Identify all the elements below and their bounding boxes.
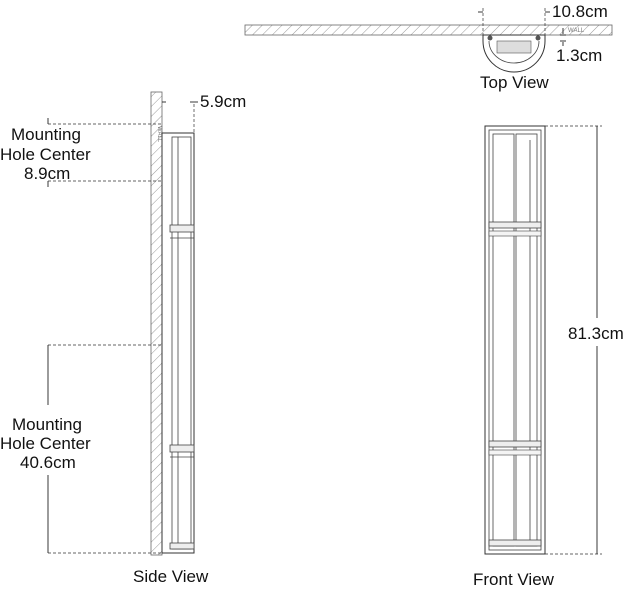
side-view: WALL 5.9cm Mounting Hole Center 8.9cm Mo… (0, 91, 246, 586)
top-view-depth-label: 1.3cm (556, 46, 602, 65)
top-view-caption: Top View (480, 73, 549, 92)
front-view-height-label: 81.3cm (568, 324, 624, 343)
side-view-upper-hole-line2: Hole Center (0, 145, 91, 164)
side-view-wall-label: WALL (156, 126, 162, 143)
front-view-outer-frame (484, 125, 546, 555)
front-view-crossbar-top (488, 221, 542, 229)
top-view-screw-right (535, 35, 541, 41)
side-view-lower-hole-value: 40.6cm (20, 453, 76, 472)
top-view: WALL 10.8cm 1.3cm Top View (244, 2, 613, 92)
front-view-caption: Front View (473, 570, 555, 589)
side-view-wall (150, 91, 163, 556)
top-view-screw-left (487, 35, 493, 41)
side-view-crossbar-bottom (169, 444, 195, 453)
side-view-caption: Side View (133, 567, 209, 586)
front-view: 81.3cm Front View (473, 125, 624, 589)
top-view-width-label: 10.8cm (552, 2, 608, 21)
top-view-wall-label: WALL (568, 28, 585, 34)
top-view-fixture (482, 34, 546, 73)
side-view-crossbar-top (169, 224, 195, 233)
side-view-lower-hole-line2: Hole Center (0, 434, 91, 453)
side-view-depth-label: 5.9cm (200, 92, 246, 111)
side-view-upper-hole-value: 8.9cm (24, 164, 70, 183)
side-view-lower-hole-line1: Mounting (12, 415, 82, 434)
top-view-wall (244, 24, 613, 36)
side-view-upper-hole-line1: Mounting (11, 125, 81, 144)
front-view-crossbar-bottom (488, 440, 542, 448)
